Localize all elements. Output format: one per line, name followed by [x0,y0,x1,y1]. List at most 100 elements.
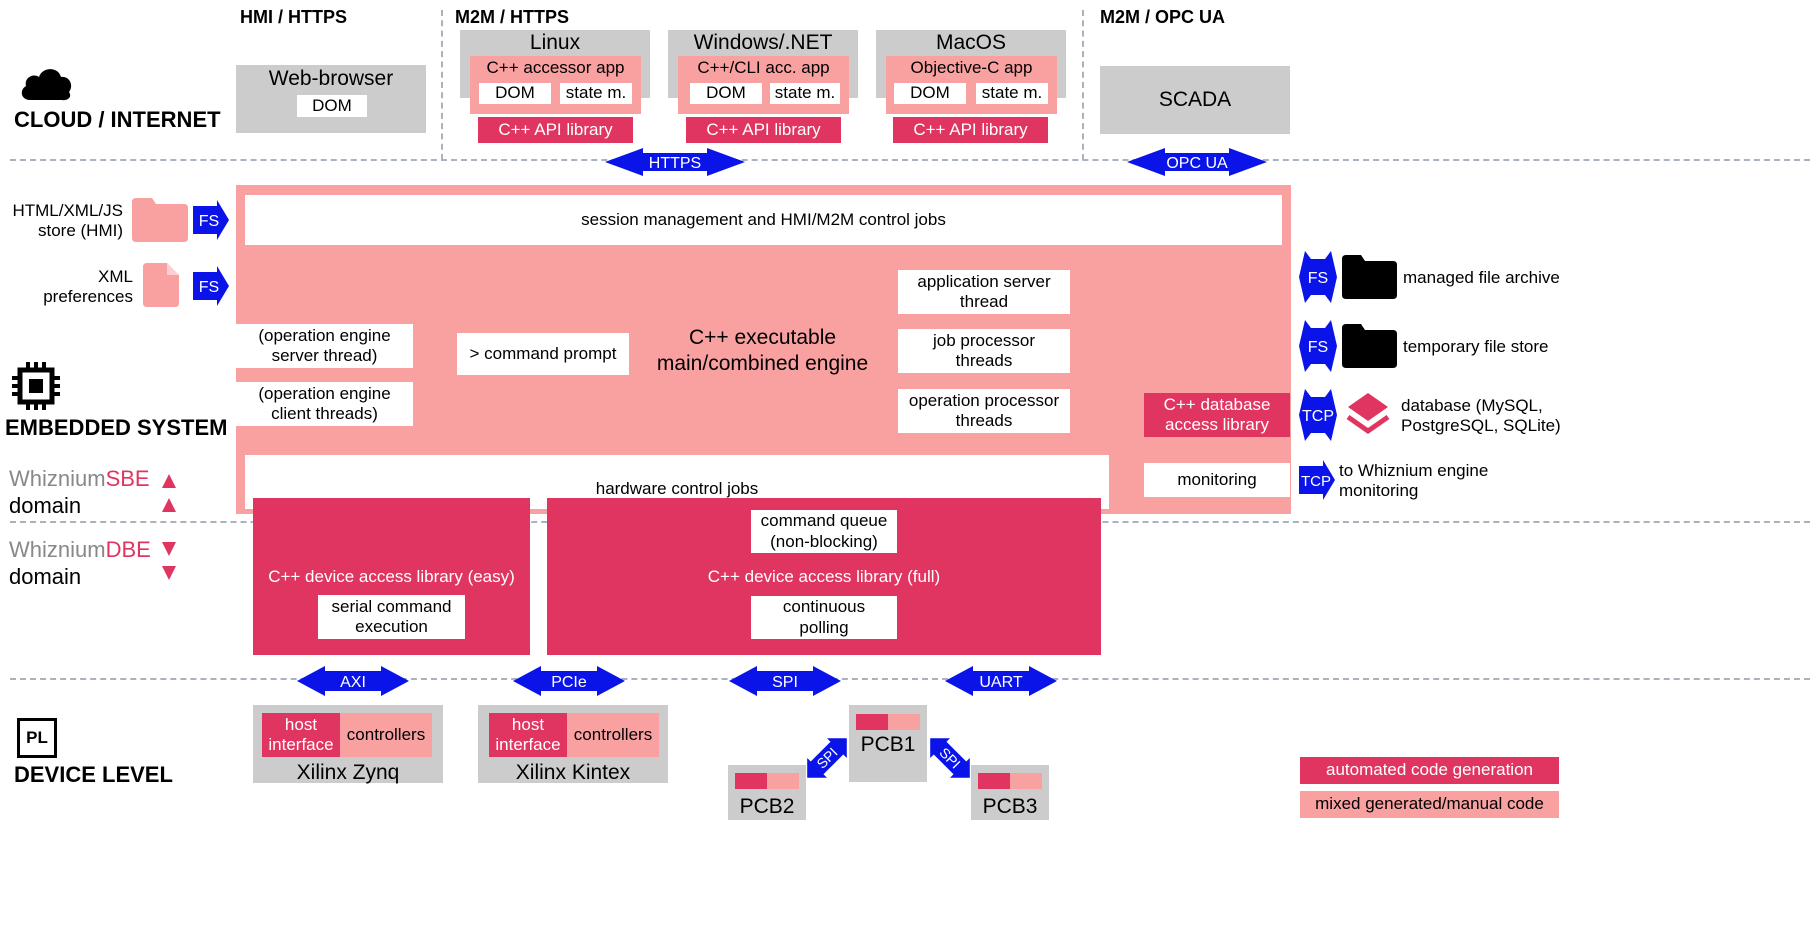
temp-store-label: temporary file store [1403,337,1549,356]
kintex-controllers: controllers [567,713,659,757]
sbe-suffix: SBE [105,466,150,491]
client-macos-state: state m. [976,83,1048,104]
pl-badge-text: PL [26,727,48,747]
session-management-box: session management and HMI/M2M control j… [245,195,1282,245]
chip-icon [12,362,60,410]
web-browser-dom: DOM [297,95,367,117]
serial-exec-l2: execution [355,617,428,636]
separator-m2m-opcua [1082,10,1084,160]
fs-arrow-temp: FS [1299,320,1337,372]
archive-label: managed file archive [1403,268,1560,287]
zynq-label: Xilinx Zynq [296,761,400,785]
level-embedded-label: EMBEDDED SYSTEM [5,415,228,440]
uart-arrow: UART [945,666,1057,696]
pcb3-box: PCB3 [971,765,1049,820]
client-windows-app-label: C++/CLI acc. app [697,57,830,77]
pcb1-chip-pink [888,714,920,730]
op-engine-client-box: (operation engine client threads) [236,382,413,426]
separator-hmi-m2m [441,10,443,160]
op-engine-client-l2: client threads) [271,404,378,423]
separator-device [10,678,1810,680]
device-lib-easy-label: C++ device access library (easy) [268,566,515,586]
job-processor-l2: threads [955,351,1013,370]
monitoring-target-label: to Whiznium engine monitoring [1339,461,1488,501]
https-arrow: HTTPS [605,148,745,176]
database-label: database (MySQL, PostgreSQL, SQLite) [1401,396,1561,436]
tcp-arrow-monitoring-label: TCP [1301,473,1331,490]
html-store-l1: HTML/XML/JS [12,201,123,220]
fs-arrow-prefs: FS [193,266,229,306]
sbe-domain-word: domain [9,493,82,518]
pcb2-label: PCB2 [739,795,795,819]
client-macos-os: MacOS [935,31,1006,55]
device-lib-full-box: command queue (non-blocking) C++ device … [547,498,1101,655]
zynq-host-l1: host [284,714,318,734]
down-arrows-icon [162,542,176,580]
device-lib-easy-box: C++ device access library (easy) serial … [253,498,530,655]
axi-arrow-label: AXI [340,674,366,691]
folder-pink-icon [132,198,188,242]
scada-box: SCADA [1100,66,1290,134]
xml-prefs-l2: preferences [43,287,133,306]
folder-archive-icon [1342,255,1397,299]
spi-arrow-label: SPI [772,674,798,691]
zynq-host-interface: host interface [262,713,340,757]
database-l2: PostgreSQL, SQLite) [1401,416,1561,435]
op-processor-box: operation processor threads [898,389,1070,433]
client-linux-dom: DOM [479,83,551,104]
zynq-host-l2: interface [268,735,334,754]
fs-arrow-temp-label: FS [1308,339,1328,356]
client-macos-app: Objective-C app DOM state m. [886,56,1057,114]
command-queue-l1: command queue [760,511,888,531]
up-arrows-icon [162,474,176,512]
monitoring-target-l1: to Whiznium engine [1339,461,1489,480]
dbe-domain-label: WhizniumDBE domain [9,536,151,590]
client-macos-api: C++ API library [893,117,1048,143]
kintex-host-l1: host [511,714,545,734]
client-windows-dom: DOM [690,83,762,104]
cloud-icon [21,69,72,101]
xml-prefs-label: XML preferences [0,267,133,307]
separator-cloud [10,159,1810,161]
app-server-box: application server thread [898,270,1070,314]
level-cloud-label: CLOUD / INTERNET [14,107,221,132]
axi-arrow: AXI [297,666,409,696]
fs-arrow-prefs-label: FS [199,279,219,296]
monitoring-target-l2: monitoring [1339,481,1419,500]
https-arrow-label: HTTPS [649,155,701,172]
pcb2-chip-red [735,773,767,789]
op-engine-client-l1: (operation engine [258,383,391,403]
continuous-polling-l1: continuous [782,597,866,617]
pl-badge: PL [17,718,57,758]
db-access-lib-l1: C++ database [1163,394,1271,414]
op-engine-server-box: (operation engine server thread) [236,324,413,368]
client-windows-app: C++/CLI acc. app DOM state m. [678,56,849,114]
opcua-arrow: OPC UA [1127,148,1267,176]
client-windows-api: C++ API library [686,117,841,143]
legend-auto: automated code generation [1300,757,1559,784]
xilinx-zynq-box: host interface controllers Xilinx Zynq [253,705,443,785]
client-macos-app-label: Objective-C app [910,57,1033,77]
engine-main-l1: C++ executable [688,326,837,349]
client-linux-state: state m. [560,83,632,104]
engine-main-l2: main/combined engine [656,352,869,375]
client-windows-state: state m. [770,83,840,104]
fs-arrow-archive: FS [1299,251,1337,303]
web-browser-box: Web-browser DOM [236,65,426,133]
command-queue-box: command queue (non-blocking) [751,510,897,553]
job-processor-box: job processor threads [898,329,1070,373]
client-linux-app-label: C++ accessor app [486,57,625,77]
pcb3-label: PCB3 [982,795,1038,819]
db-access-lib-box: C++ database access library [1144,393,1290,437]
engine-main-label: C++ executable main/combined engine [640,323,885,379]
serial-exec-box: serial command execution [318,595,465,639]
op-processor-l2: threads [955,411,1013,430]
app-server-l1: application server [917,271,1051,291]
html-store-label: HTML/XML/JS store (HMI) [0,201,123,241]
sbe-domain-label: WhizniumSBE domain [9,465,150,519]
command-queue-l2: (non-blocking) [770,531,878,551]
pcb1-box: PCB1 [849,705,927,782]
tcp-arrow-monitoring: TCP [1299,460,1335,500]
serial-exec-l1: serial command [331,596,452,616]
job-processor-l1: job processor [932,330,1036,350]
